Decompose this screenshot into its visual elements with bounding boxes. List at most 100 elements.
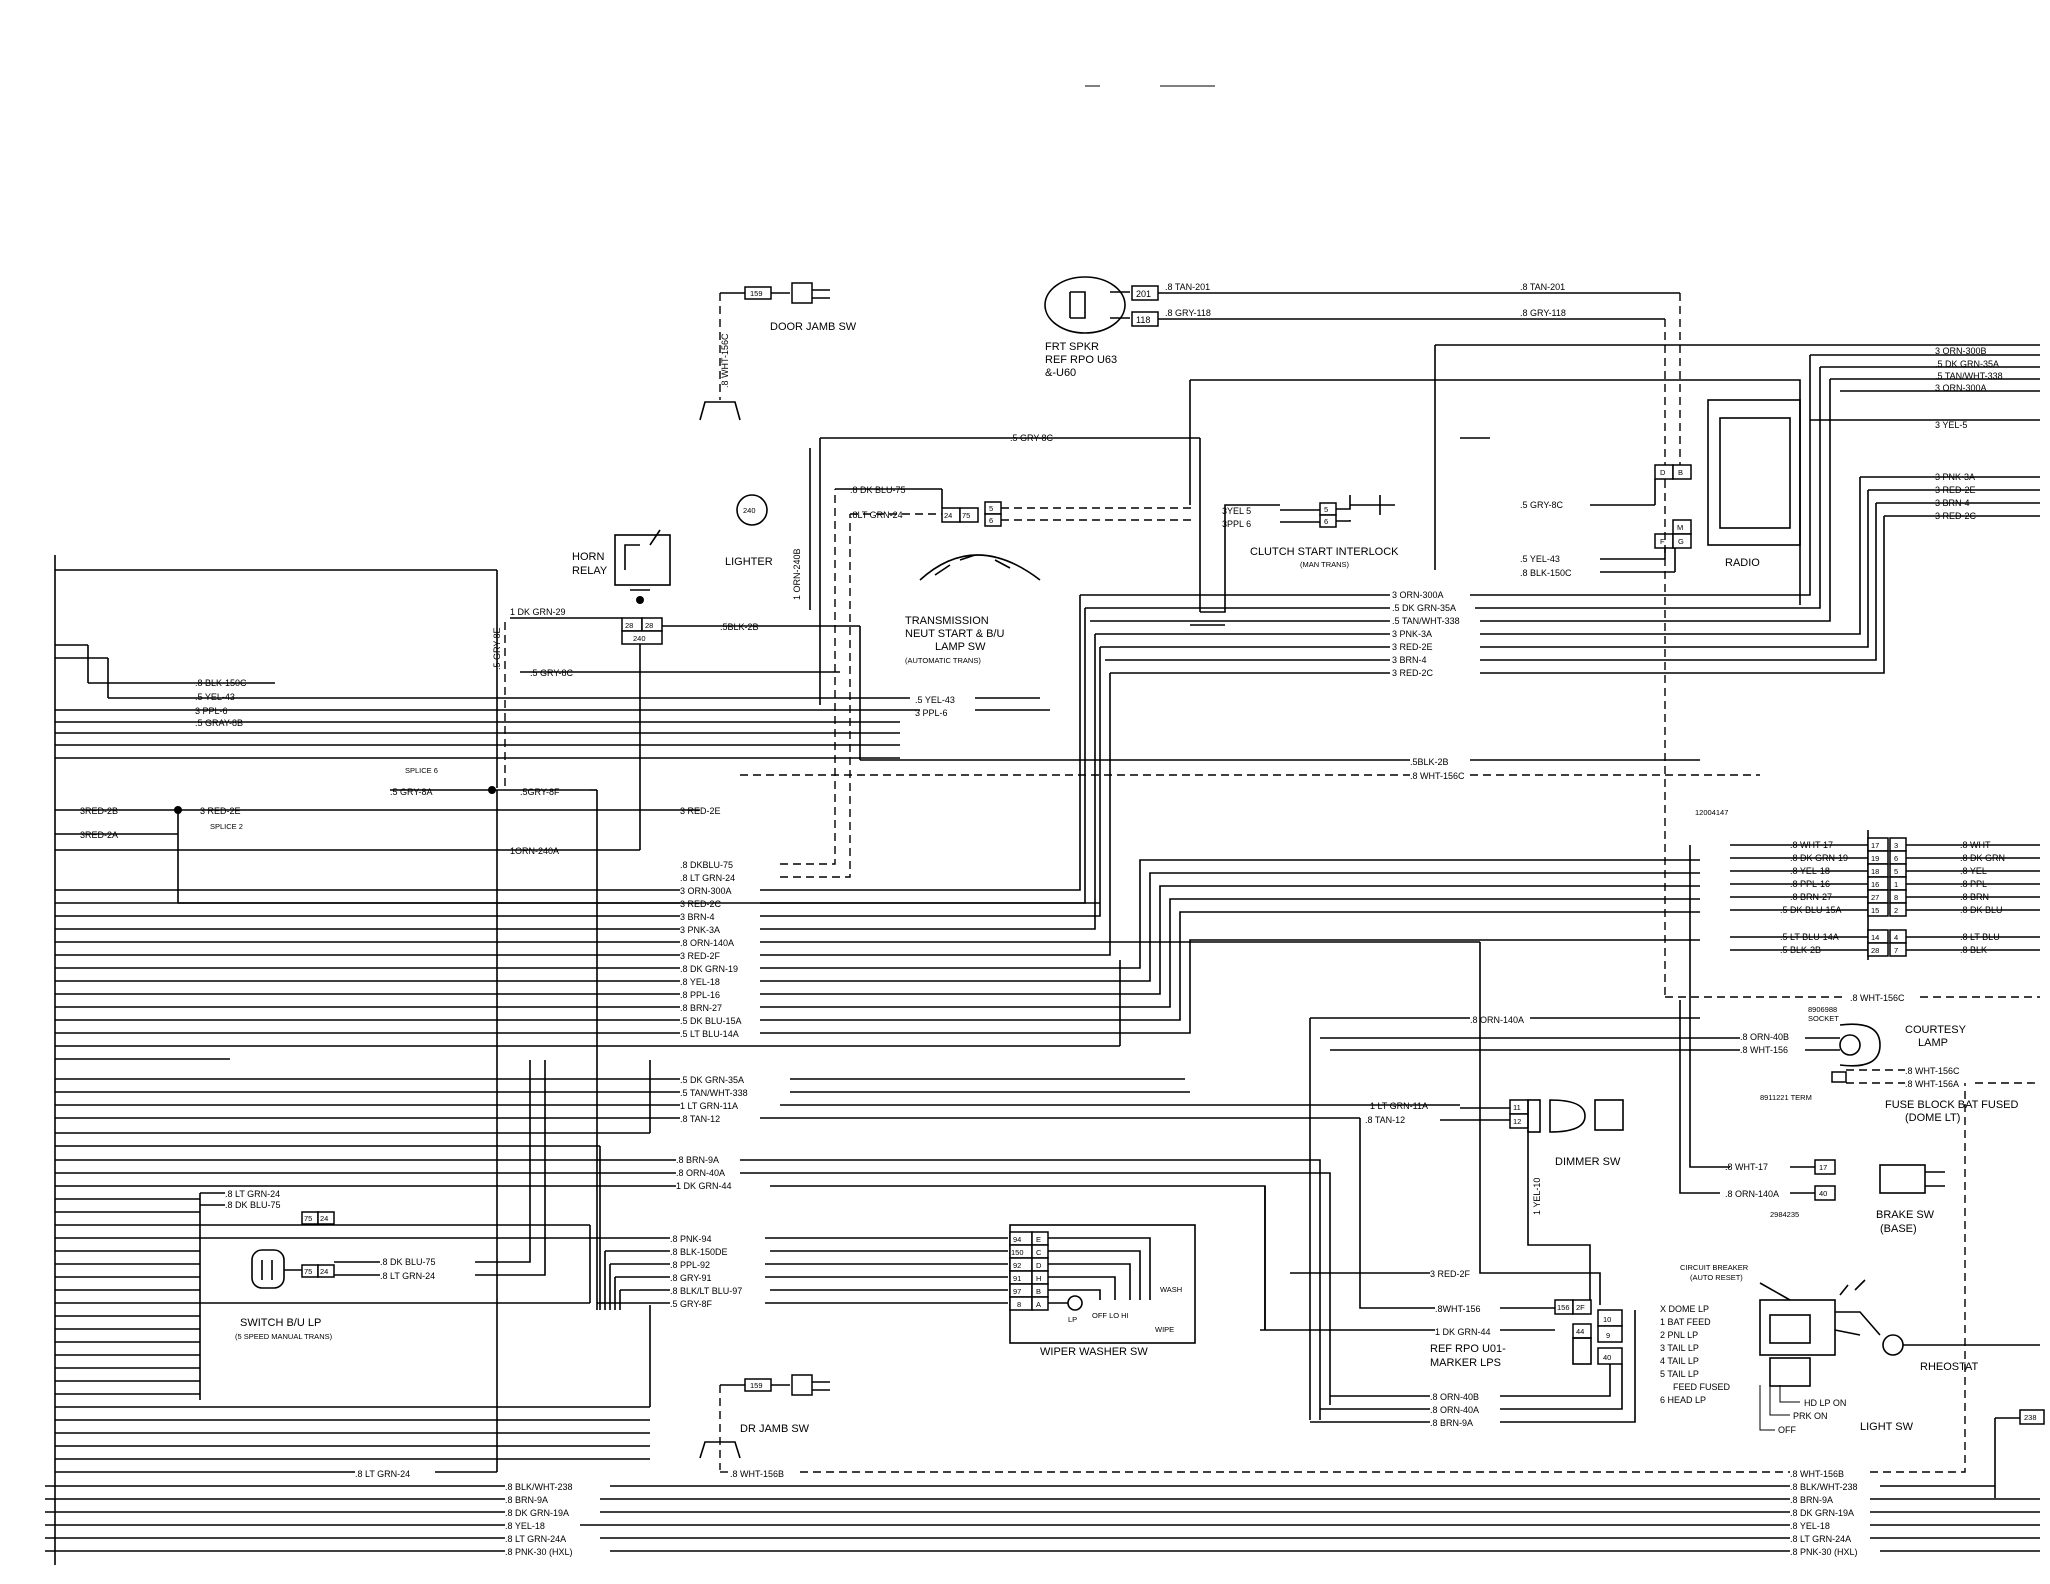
- wire-gry118-b: .8 GRY-118: [1520, 308, 1566, 318]
- wire-red2a: 3RED-2A: [80, 830, 118, 840]
- marker-pin-156: 156: [1557, 1303, 1570, 1312]
- wire-wht156c-mid: .8 WHT-156C: [1410, 771, 1465, 781]
- rc-pin-13: 2: [1894, 906, 1898, 915]
- wiper-pins: 94 150 92 91 97 8 E C D H B A: [1009, 1231, 1049, 1311]
- wire-dimmer-1: .8 TAN-12: [1365, 1115, 1405, 1125]
- sbu-pin-75b: 75: [304, 1267, 312, 1276]
- radio-pin-b: B: [1678, 468, 1683, 477]
- ls-item-1: 1 BAT FEED: [1660, 1317, 1711, 1327]
- svg-text:159: 159: [750, 1381, 763, 1390]
- wire-red2e-mid: 3 RED-2E: [680, 806, 721, 816]
- wire-mb-6: .8 ORN-140A: [680, 938, 734, 948]
- marker-pins: 156 2F 44 10 9 40: [1554, 1299, 1623, 1365]
- wire-lb-1: .5 TAN/WHT-338: [680, 1088, 748, 1098]
- left-top-wires: 1 DK GRN-29 .5 GRY-8E .5 GRY-8C .8 BLK-1…: [55, 569, 1100, 1310]
- wire-gry8c-radio: .5 GRY-8C: [1520, 500, 1564, 510]
- rc-pin-12: 8: [1894, 893, 1898, 902]
- wire-cb-1: .5 DK GRN-35A: [1392, 603, 1456, 613]
- wire-lt-2: 3 PPL-6: [195, 706, 228, 716]
- ls-pos-0: HD LP ON: [1804, 1398, 1846, 1408]
- wire-blk2b: .5BLK-2B: [720, 622, 759, 632]
- courtesy-label: COURTESY: [1905, 1024, 1967, 1036]
- wire-cb-0: 3 ORN-300A: [1392, 590, 1444, 600]
- wire-bbr-2: .8 BRN-9A: [1790, 1495, 1833, 1505]
- wiper-pin-97: 97: [1013, 1287, 1021, 1296]
- wire-mb-7: 3 RED-2F: [680, 951, 721, 961]
- fuse-block-label2: (DOME LT): [1905, 1112, 1960, 1124]
- wire-tr-4: 3 YEL-5: [1935, 420, 1967, 430]
- wire-bbr-0: .8 WHT-156B: [1790, 1469, 1844, 1479]
- wire-wiper-4: .8 BLK/LT BLU-97: [670, 1286, 742, 1296]
- wiper-lp: LP: [1068, 1315, 1077, 1324]
- wire-bbr-4: .8 YEL-18: [1790, 1521, 1830, 1531]
- dr-jamb-switch: 159 DR JAMB SW .8 WHT-156B: [699, 1374, 1790, 1479]
- wire-yel43-mid: .5 YEL-43: [915, 695, 955, 705]
- dimmer-switch: .5 DK GRN-35A .5 TAN/WHT-338 1 LT GRN-11…: [55, 1015, 1700, 1420]
- horn-pin-28b: 28: [645, 621, 653, 630]
- wire-cb-6: 3 RED-2C: [1392, 668, 1434, 678]
- marker-label2: MARKER LPS: [1430, 1357, 1501, 1369]
- wire-lt-3: .5 GRAY-8B: [195, 718, 243, 728]
- wire-mb-1: .8 LT GRN-24: [680, 873, 735, 883]
- ls-pos-2: OFF: [1778, 1425, 1796, 1435]
- lighter-label: LIGHTER: [725, 556, 773, 568]
- ls-pos-1: PRK ON: [1793, 1411, 1828, 1421]
- radio-pin-f: F: [1660, 537, 1665, 546]
- wire-blk2b-mid: .5BLK-2B: [1410, 757, 1449, 767]
- horn-relay: HORN RELAY 28 28 240: [572, 529, 671, 645]
- wire-orn240b: 1 ORN-240B: [792, 548, 802, 600]
- trans-label-3: LAMP SW: [935, 641, 986, 653]
- wire-bb-0: .8 BLK/WHT-238: [505, 1482, 573, 1492]
- socket-label2: SOCKET: [1808, 1014, 1839, 1023]
- wire-sbu-in-0: .8 LT GRN-24: [225, 1189, 280, 1199]
- wiper-pin-8: 8: [1017, 1300, 1021, 1309]
- wire-lt-1: .5 YEL-43: [195, 692, 235, 702]
- ls-item-0: X DOME LP: [1660, 1304, 1709, 1314]
- clutch-note: (MAN TRANS): [1300, 560, 1350, 569]
- horn-relay-label2: RELAY: [572, 565, 608, 577]
- trans-note: (AUTOMATIC TRANS): [905, 656, 981, 665]
- horn-relay-label: HORN: [572, 551, 604, 563]
- wiper-label: WIPER WASHER SW: [1040, 1346, 1148, 1358]
- wire-mb-3: 3 RED-2C: [680, 899, 722, 909]
- wire-dkblu75-top: .8 DK BLU-75: [850, 485, 906, 495]
- wire-sbu-in-1: .8 DK BLU-75: [225, 1200, 281, 1210]
- ls-item-5: 5 TAIL LP: [1660, 1369, 1699, 1379]
- left-harness: [54, 504, 1280, 1565]
- wire-cb-5: 3 BRN-4: [1392, 655, 1427, 665]
- ls-item-4: 4 TAIL LP: [1660, 1356, 1699, 1366]
- wiper-wipe: WIPE: [1155, 1325, 1174, 1334]
- dr-jamb-sw-label: DR JAMB SW: [740, 1423, 810, 1435]
- wire-tan201-a: .8 TAN-201: [1165, 282, 1210, 292]
- lighter-pin: 240: [743, 506, 756, 515]
- wire-sbu-out-0: .8 DK BLU-75: [380, 1257, 436, 1267]
- marker-label: REF RPO U01-: [1430, 1343, 1506, 1355]
- courtesy-lamp: 8906988 SOCKET COURTESY LAMP .8 ORN-40B …: [1320, 1005, 2040, 1124]
- wire-gry118-a: .8 GRY-118: [1165, 308, 1211, 318]
- rc-pin-7: 28: [1871, 946, 1879, 955]
- ls-item-2: 2 PNL LP: [1660, 1330, 1698, 1340]
- rc-pin-10: 5: [1894, 867, 1898, 876]
- wire-lb-2: 1 LT GRN-11A: [680, 1101, 738, 1111]
- clutch-pin-5: 5: [1324, 505, 1328, 514]
- radio-pin-d: D: [1660, 468, 1666, 477]
- brake-pin-17: 17: [1819, 1163, 1827, 1172]
- ls-item-3: 3 TAIL LP: [1660, 1343, 1699, 1353]
- wire-yel5: 3YEL 5: [1222, 506, 1251, 516]
- wire-yel43-radio: .5 YEL-43: [1520, 554, 1560, 564]
- wiper-pin-e: E: [1036, 1235, 1041, 1244]
- spk-pin-118: 118: [1136, 315, 1150, 325]
- rheostat-label: RHEOSTAT: [1920, 1361, 1979, 1373]
- dimmer-pin-11: 11: [1513, 1103, 1521, 1112]
- wire-marker-1: .8 ORN-40A: [1430, 1405, 1479, 1415]
- wire-cb-3: 3 PNK-3A: [1392, 629, 1432, 639]
- wire-lt-0: .8 BLK-150C: [195, 678, 247, 688]
- wire-red2b: 3RED-2B: [80, 806, 118, 816]
- term-label: 8911221 TERM: [1760, 1093, 1812, 1102]
- wire-wiper-2: .8 PPL-92: [670, 1260, 710, 1270]
- marker-pin-2f: 2F: [1576, 1303, 1585, 1312]
- wiper-positions: OFF LO HI: [1092, 1311, 1129, 1320]
- wire-ltgrn24-bottom: .8 LT GRN-24: [355, 1469, 410, 1479]
- marker-pin-10: 10: [1603, 1315, 1611, 1324]
- wire-brake-0: .8 WHT-17: [1725, 1162, 1768, 1172]
